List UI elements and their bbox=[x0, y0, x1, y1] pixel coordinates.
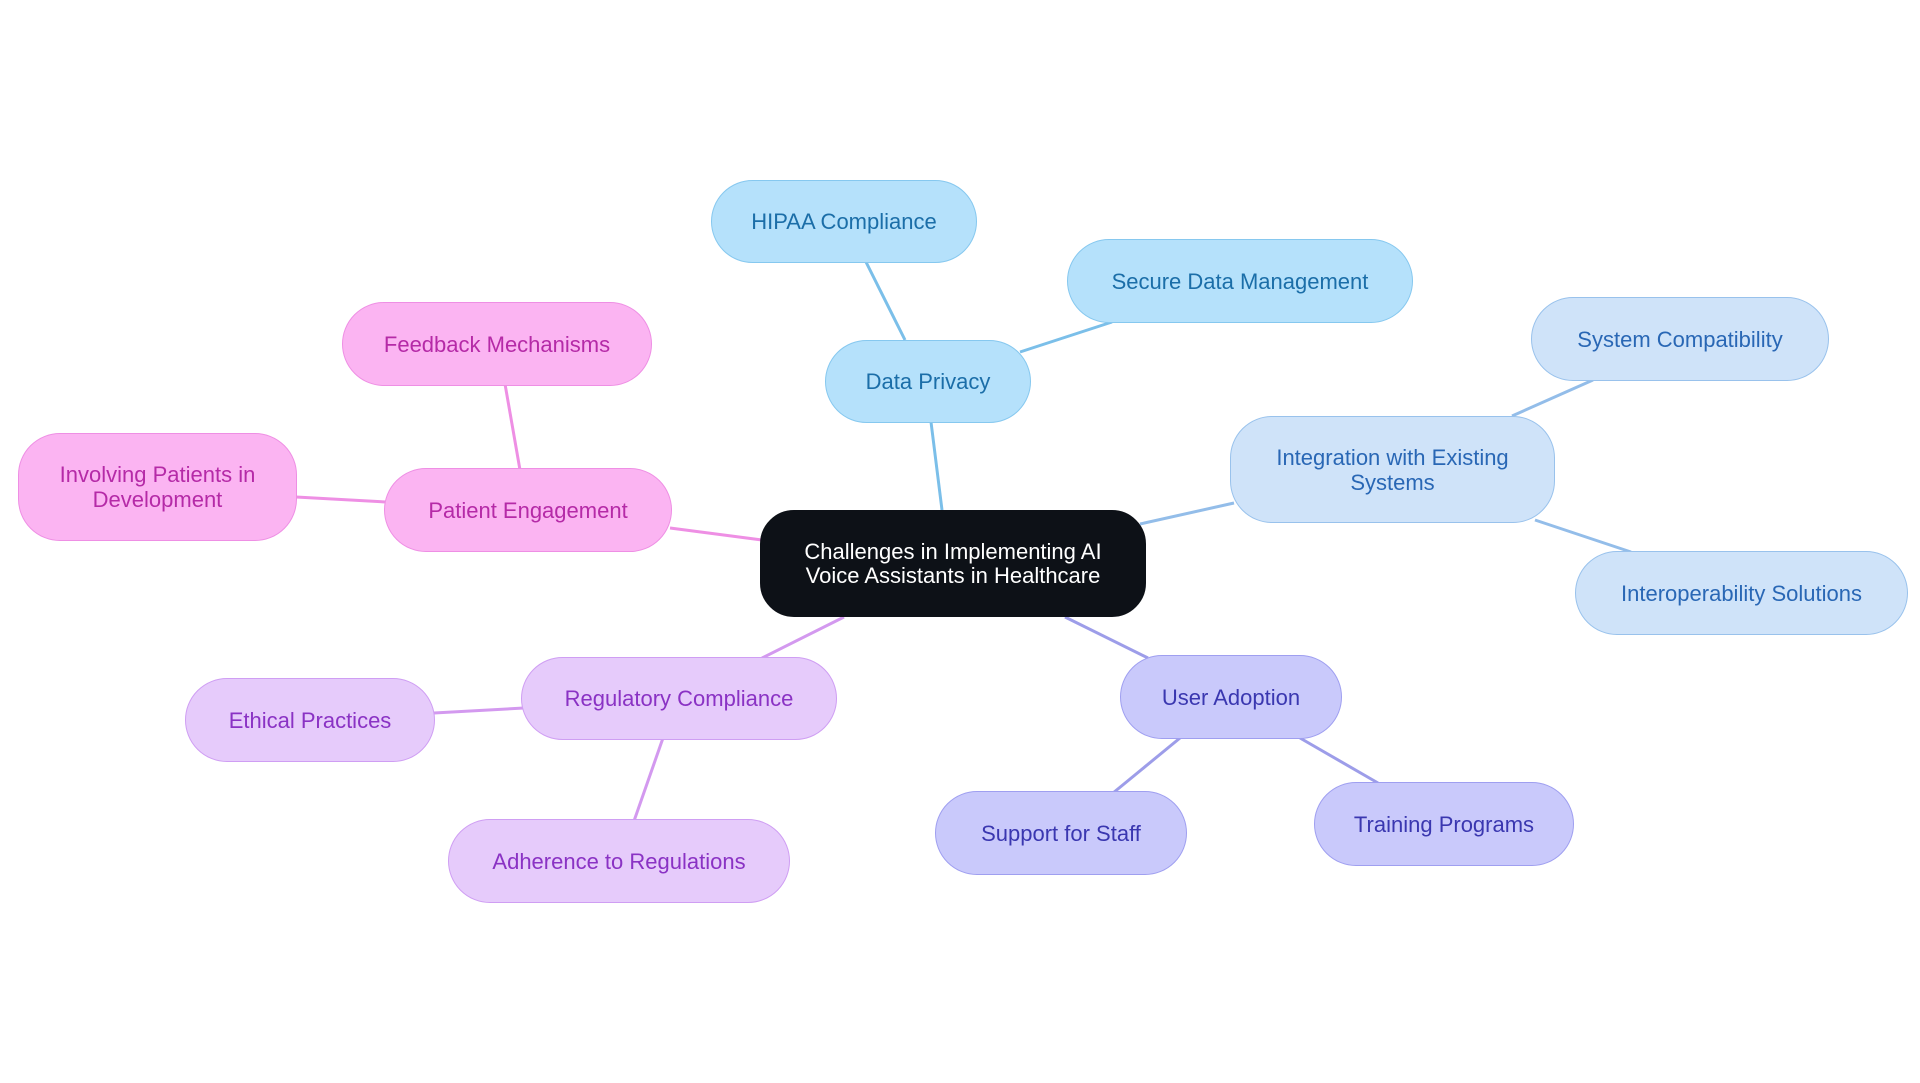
node-support-for-staff: Support for Staff bbox=[935, 791, 1187, 875]
node-ethical-practices: Ethical Practices bbox=[185, 678, 435, 762]
edge-user-adoption-training bbox=[1299, 736, 1379, 785]
edge-regulatory-adherence bbox=[632, 737, 665, 822]
node-hipaa-compliance-label: HIPAA Compliance bbox=[751, 209, 937, 234]
center-node-label: Challenges in Implementing AI Voice Assi… bbox=[804, 538, 1102, 588]
node-feedback-mechanisms: Feedback Mechanisms bbox=[342, 302, 652, 386]
edge-user-adoption-support bbox=[1112, 736, 1181, 795]
node-involving-patients-label: Involving Patients in Development bbox=[59, 462, 256, 512]
node-training-programs-label: Training Programs bbox=[1353, 811, 1535, 837]
node-regulatory-compliance: Regulatory Compliance bbox=[521, 657, 837, 740]
node-regulatory-compliance-label: Regulatory Compliance bbox=[564, 686, 794, 711]
node-data-privacy: Data Privacy bbox=[825, 340, 1031, 423]
edge-data-privacy-secure bbox=[1019, 320, 1113, 354]
node-user-adoption: User Adoption bbox=[1120, 655, 1342, 739]
node-interoperability-solutions-label: Interoperability Solutions bbox=[1621, 580, 1862, 606]
node-system-compatibility: System Compatibility bbox=[1531, 297, 1829, 381]
node-feedback-mechanisms-label: Feedback Mechanisms bbox=[383, 331, 611, 357]
node-ethical-practices-label: Ethical Practices bbox=[228, 707, 392, 733]
node-support-for-staff-label: Support for Staff bbox=[981, 820, 1141, 846]
edge-integration-interop bbox=[1534, 518, 1632, 554]
edge-center-user-adoption bbox=[1064, 615, 1149, 660]
node-system-compatibility-label: System Compatibility bbox=[1577, 326, 1783, 352]
node-interoperability-solutions: Interoperability Solutions bbox=[1575, 551, 1908, 635]
edge-center-patient bbox=[669, 526, 763, 542]
edge-center-regulatory bbox=[761, 615, 845, 660]
edge-integration-compat bbox=[1511, 378, 1594, 418]
edge-data-privacy-hipaa bbox=[864, 261, 907, 341]
edge-patient-involving bbox=[295, 495, 387, 504]
edge-patient-feedback bbox=[503, 383, 522, 471]
node-secure-data-management: Secure Data Management bbox=[1067, 239, 1413, 323]
node-adherence-to-regulations-label: Adherence to Regulations bbox=[492, 848, 746, 874]
node-adherence-to-regulations: Adherence to Regulations bbox=[448, 819, 790, 903]
node-patient-engagement-label: Patient Engagement bbox=[428, 497, 628, 523]
node-integration-label: Integration with Existing Systems bbox=[1276, 444, 1509, 495]
node-hipaa-compliance: HIPAA Compliance bbox=[711, 180, 977, 263]
node-training-programs: Training Programs bbox=[1314, 782, 1574, 866]
node-user-adoption-label: User Adoption bbox=[1161, 684, 1301, 710]
node-involving-patients: Involving Patients in Development bbox=[18, 433, 297, 541]
node-patient-engagement: Patient Engagement bbox=[384, 468, 672, 552]
center-node: Challenges in Implementing AI Voice Assi… bbox=[760, 510, 1146, 617]
node-secure-data-management-label: Secure Data Management bbox=[1111, 268, 1369, 294]
node-integration: Integration with Existing Systems bbox=[1230, 416, 1555, 523]
edge-center-integration bbox=[1139, 501, 1235, 526]
edge-regulatory-ethical bbox=[433, 706, 525, 715]
edge-center-data-privacy bbox=[929, 421, 944, 511]
node-data-privacy-label: Data Privacy bbox=[865, 369, 991, 394]
